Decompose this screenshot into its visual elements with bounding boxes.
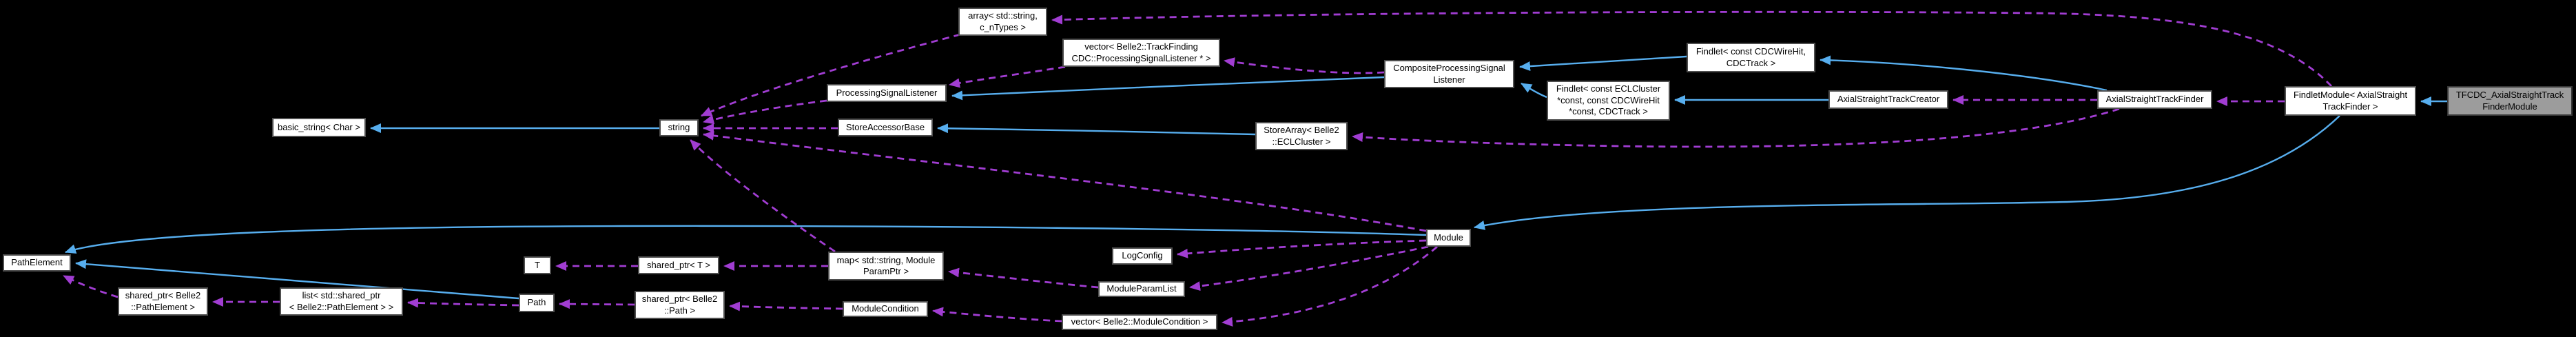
edge-processing_signal_listener-to-string <box>703 99 827 125</box>
node-shared_ptr_path[interactable]: shared_ptr< Belle2::Path > <box>635 291 725 319</box>
edge-module-to-vector_module_condition <box>1222 245 1438 327</box>
edge-module-to-module_param_list <box>1189 245 1429 292</box>
node-label-line: CompositeProcessingSignal <box>1393 63 1505 73</box>
node-label-line: c_nTypes > <box>980 21 1026 32</box>
node-label-line: basic_string< Char > <box>278 121 360 132</box>
node-module_param_list[interactable]: ModuleParamList <box>1098 281 1185 297</box>
edge-vector_module_condition-to-module_condition <box>932 307 1062 323</box>
node-label-line: ModuleCondition <box>852 303 919 314</box>
node-basic_string[interactable]: basic_string< Char > <box>272 118 366 137</box>
node-label-line: vector< Belle2::ModuleCondition > <box>1071 316 1208 327</box>
node-vector_module_condition[interactable]: vector< Belle2::ModuleCondition > <box>1062 314 1217 330</box>
node-label-line: array< std::string, <box>968 10 1038 21</box>
node-label-line: ::Path > <box>663 305 696 316</box>
node-label-line: vector< Belle2::TrackFinding <box>1084 41 1198 52</box>
edge-composite_psl-to-vector_psl <box>1224 57 1385 74</box>
edge-axial_straight_track_finder-to-store_array_ecl <box>1352 108 2120 148</box>
node-findlet_wirehit[interactable]: Findlet< const CDCWireHit,CDCTrack > <box>1687 43 1815 72</box>
node-label-line: ParamPtr > <box>863 266 909 276</box>
edge-findlet_module-to-module <box>1474 115 2340 230</box>
node-label-line: ::PathElement > <box>131 301 195 312</box>
node-module_condition[interactable]: ModuleCondition <box>843 301 928 317</box>
edge-module-to-log_config <box>1177 239 1427 258</box>
edge-shared_ptr_path-to-path <box>559 299 635 309</box>
node-label-line: < Belle2::PathElement > > <box>289 301 394 312</box>
node-label-line: Module <box>1434 232 1463 243</box>
edge-store_array_ecl-to-store_accessor_base <box>937 123 1256 136</box>
node-path_element[interactable]: PathElement <box>3 254 71 272</box>
edge-module-to-string <box>703 130 1427 232</box>
edge-findlet_ecl-to-composite_psl <box>1521 82 1547 99</box>
node-label-line: shared_ptr< Belle2 <box>641 294 718 304</box>
node-label-line: AxialStraightTrackCreator <box>1837 94 1940 105</box>
edge-findlet_module-to-array_strings <box>1051 10 2333 87</box>
node-label-line: shared_ptr< T > <box>646 259 711 270</box>
node-label-line: Listener <box>1433 74 1465 85</box>
edge-module_param_list-to-map_param <box>948 267 1099 289</box>
node-axial_straight_track_finder[interactable]: AxialStraightTrackFinder <box>2097 90 2212 109</box>
edge-module-to-path_element <box>65 225 1427 254</box>
node-label-line: ModuleParamList <box>1106 283 1177 294</box>
node-log_config[interactable]: LogConfig <box>1112 247 1173 265</box>
node-label-line: AxialStraightTrackFinder <box>2105 94 2204 105</box>
node-label-line: FindletModule< AxialStraight <box>2293 90 2408 100</box>
node-label-line: TrackFinder > <box>2322 101 2378 112</box>
edge-path-to-path_element <box>75 259 519 300</box>
node-label-line: PathElement <box>11 257 63 268</box>
edge-vector_psl-to-processing_signal_listener <box>949 65 1066 88</box>
node-shared_ptr_t[interactable]: shared_ptr< T > <box>638 256 719 274</box>
edge-composite_psl-to-processing_signal_listener <box>951 76 1385 101</box>
node-findlet_ecl[interactable]: Findlet< const ECLCluster*const, const C… <box>1547 81 1670 121</box>
node-label-line: ::ECLCluster > <box>1272 136 1331 147</box>
node-list_shared_ptr[interactable]: list< std::shared_ptr< Belle2::PathEleme… <box>280 287 403 316</box>
node-label-line: ProcessingSignalListener <box>836 87 938 98</box>
node-label-line: Findlet< const ECLCluster <box>1556 83 1661 94</box>
node-label-line: map< std::string, Module <box>836 254 936 265</box>
node-label-line: CDC::ProcessingSignalListener * > <box>1071 52 1211 63</box>
node-label-line: list< std::shared_ptr <box>302 290 381 300</box>
node-label-line: CDCTrack > <box>1726 57 1776 68</box>
node-processing_signal_listener[interactable]: ProcessingSignalListener <box>827 84 947 102</box>
node-label-line: *const, CDCTrack > <box>1569 106 1648 117</box>
node-label-line: TFCDC_AxialStraightTrack <box>2455 90 2564 100</box>
edge-axial_straight_track_finder-to-findlet_wirehit <box>1820 55 2108 92</box>
node-module[interactable]: Module <box>1426 229 1471 247</box>
node-label-line: Path <box>527 297 546 308</box>
node-axial_straight_track_creator[interactable]: AxialStraightTrackCreator <box>1828 90 1948 109</box>
edge-module_condition-to-shared_ptr_path <box>729 301 843 312</box>
node-label-line: string <box>668 122 690 133</box>
node-path[interactable]: Path <box>519 294 555 312</box>
node-label-line: FinderModule <box>2482 101 2537 112</box>
node-label-line: LogConfig <box>1122 250 1163 261</box>
edge-shared_ptr_path_element-to-path_element <box>63 274 119 298</box>
node-label-line: StoreArray< Belle2 <box>1264 125 1339 135</box>
edge-path-to-list_shared_ptr <box>407 298 519 308</box>
node-label-line: T <box>535 259 540 270</box>
node-label-line: StoreAccessorBase <box>845 121 925 132</box>
node-array_strings[interactable]: array< std::string,c_nTypes > <box>958 8 1047 36</box>
node-shared_ptr_path_element[interactable]: shared_ptr< Belle2::PathElement > <box>118 287 208 316</box>
node-string[interactable]: string <box>659 119 699 136</box>
node-t_param[interactable]: T <box>524 256 551 274</box>
node-store_accessor_base[interactable]: StoreAccessorBase <box>838 119 933 136</box>
edge-array_strings-to-string <box>701 33 961 117</box>
node-store_array_ecl[interactable]: StoreArray< Belle2::ECLCluster > <box>1255 122 1348 150</box>
edge-findlet_wirehit-to-composite_psl <box>1519 55 1687 71</box>
node-label-line: shared_ptr< Belle2 <box>125 290 201 300</box>
edge-map_param-to-string <box>689 139 836 253</box>
node-label-line: Findlet< const CDCWireHit, <box>1696 46 1806 57</box>
node-label-line: *const, const CDCWireHit <box>1557 94 1660 105</box>
